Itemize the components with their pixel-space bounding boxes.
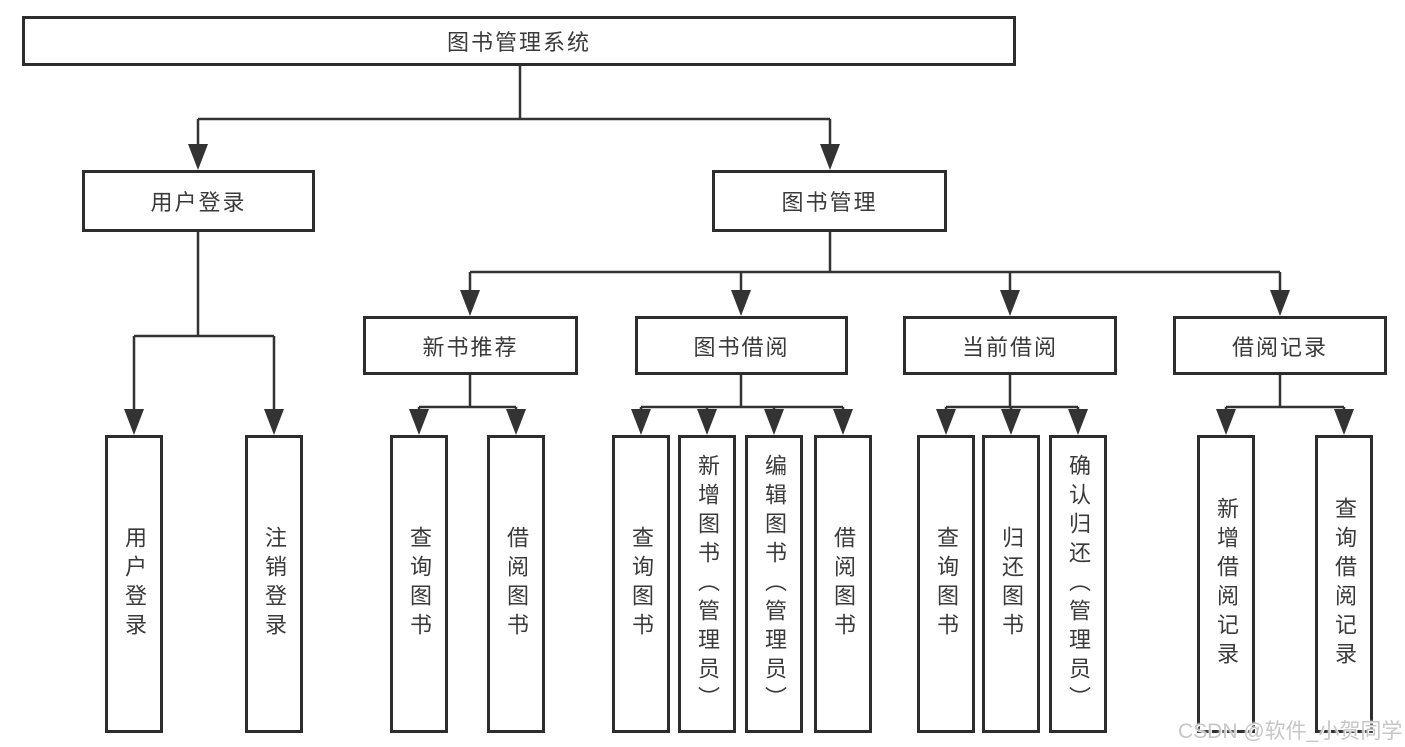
leaf-label: 借阅图书 [831,526,856,642]
node-user-login: 用户登录 [82,170,315,232]
leaf-records-add: 新增借阅记录 [1197,435,1255,733]
leaf-label: 查询图书 [407,526,432,642]
node-borrow-records-label: 借阅记录 [1231,334,1328,360]
node-new-books-label: 新书推荐 [422,334,519,360]
leaf-logout: 注销登录 [245,435,303,733]
node-book-borrow: 图书借阅 [635,316,848,375]
leaf-currentborrow-query: 查询图书 [917,435,975,733]
leaf-bookborrow-query: 查询图书 [612,435,670,733]
leaf-label: 归还图书 [999,526,1024,642]
connector-newbooks-to-leaves [417,375,518,412]
leaf-bookborrow-add-admin: 新增图书（管理员） [678,435,736,733]
leaf-label: 确认归还（管理员） [1066,453,1091,715]
connector-bookborrow-to-leaves [639,375,845,412]
connector-root-to-level2 [196,66,832,147]
leaf-label: 借阅图书 [504,526,529,642]
leaf-label: 查询图书 [934,526,959,642]
leaf-newbooks-borrow: 借阅图书 [487,435,545,733]
leaf-bookborrow-edit-admin: 编辑图书（管理员） [745,435,803,733]
leaf-label: 查询借阅记录 [1332,497,1357,671]
leaf-label: 新增图书（管理员） [695,453,720,715]
leaf-bookborrow-borrow: 借阅图书 [814,435,872,733]
node-new-books: 新书推荐 [363,316,578,375]
connector-currentborrow-to-leaves [944,375,1080,412]
node-current-borrow: 当前借阅 [903,316,1117,375]
node-current-borrow-label: 当前借阅 [961,334,1058,360]
connector-bookmgmt-to-level3 [468,232,1282,293]
csdn-watermark: CSDN @软件_小贺同学 [1178,720,1403,743]
node-book-management: 图书管理 [712,170,947,232]
node-root-system: 图书管理系统 [22,16,1016,66]
connector-borrowrecords-to-leaves [1224,375,1346,412]
leaf-user-login-action: 用户登录 [105,435,163,733]
leaf-newbooks-query: 查询图书 [390,435,448,733]
leaf-label: 新增借阅记录 [1214,497,1239,671]
leaf-label: 注销登录 [262,526,287,642]
node-book-borrow-label: 图书借阅 [693,334,790,360]
node-book-management-label: 图书管理 [781,190,878,215]
leaf-label: 查询图书 [629,526,654,642]
leaf-records-query: 查询借阅记录 [1315,435,1373,733]
leaf-currentborrow-return: 归还图书 [982,435,1040,733]
leaf-currentborrow-confirm-admin: 确认归还（管理员） [1049,435,1107,733]
node-root-label: 图书管理系统 [446,30,591,55]
connector-userlogin-to-leaves [132,232,276,412]
arrowheads [124,144,1354,435]
node-borrow-records: 借阅记录 [1173,316,1387,375]
leaf-label: 用户登录 [122,526,147,642]
node-user-login-label: 用户登录 [150,190,247,215]
leaf-label: 编辑图书（管理员） [762,453,787,715]
